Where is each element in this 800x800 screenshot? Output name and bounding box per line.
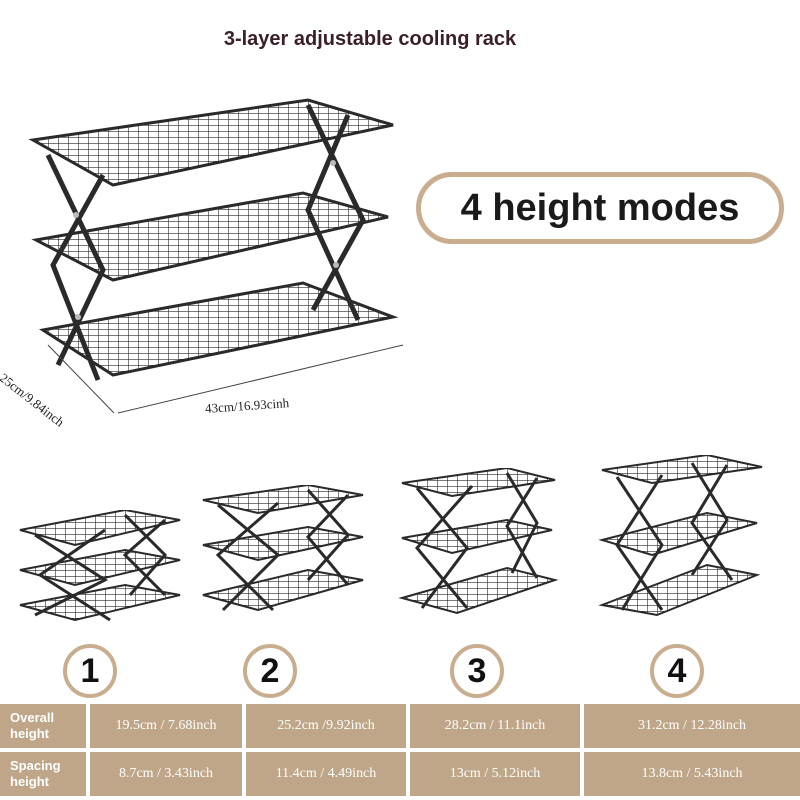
mode-3-rack xyxy=(398,468,559,615)
mode-1-number: 1 xyxy=(63,644,117,698)
table-cell: 25.2cm /9.92inch xyxy=(246,704,406,748)
mode-4-rack xyxy=(598,455,763,617)
table-row: Overall height 19.5cm / 7.68inch 25.2cm … xyxy=(0,704,800,748)
table-cell: 28.2cm / 11.1inch xyxy=(410,704,580,748)
table-cell: 11.4cm / 4.49inch xyxy=(246,752,406,796)
mode-2-rack xyxy=(202,485,364,612)
table-cell: 13cm / 5.12inch xyxy=(410,752,580,796)
mode-3-number: 3 xyxy=(450,644,504,698)
row-header: Overall height xyxy=(0,704,86,748)
page-title: 3-layer adjustable cooling rack xyxy=(223,28,517,50)
mode-4-number: 4 xyxy=(650,644,704,698)
mode-1-rack xyxy=(19,510,181,622)
table-cell: 31.2cm / 12.28inch xyxy=(584,704,800,748)
table-cell: 13.8cm / 5.43inch xyxy=(584,752,800,796)
table-cell: 19.5cm / 7.68inch xyxy=(90,704,242,748)
height-modes-badge: 4 height modes xyxy=(416,172,784,244)
mode-2-number: 2 xyxy=(243,644,297,698)
table-row: Spacing height 8.7cm / 3.43inch 11.4cm /… xyxy=(0,752,800,796)
table-cell: 8.7cm / 3.43inch xyxy=(90,752,242,796)
rack-illustration xyxy=(28,98,404,414)
row-header: Spacing height xyxy=(0,752,86,796)
